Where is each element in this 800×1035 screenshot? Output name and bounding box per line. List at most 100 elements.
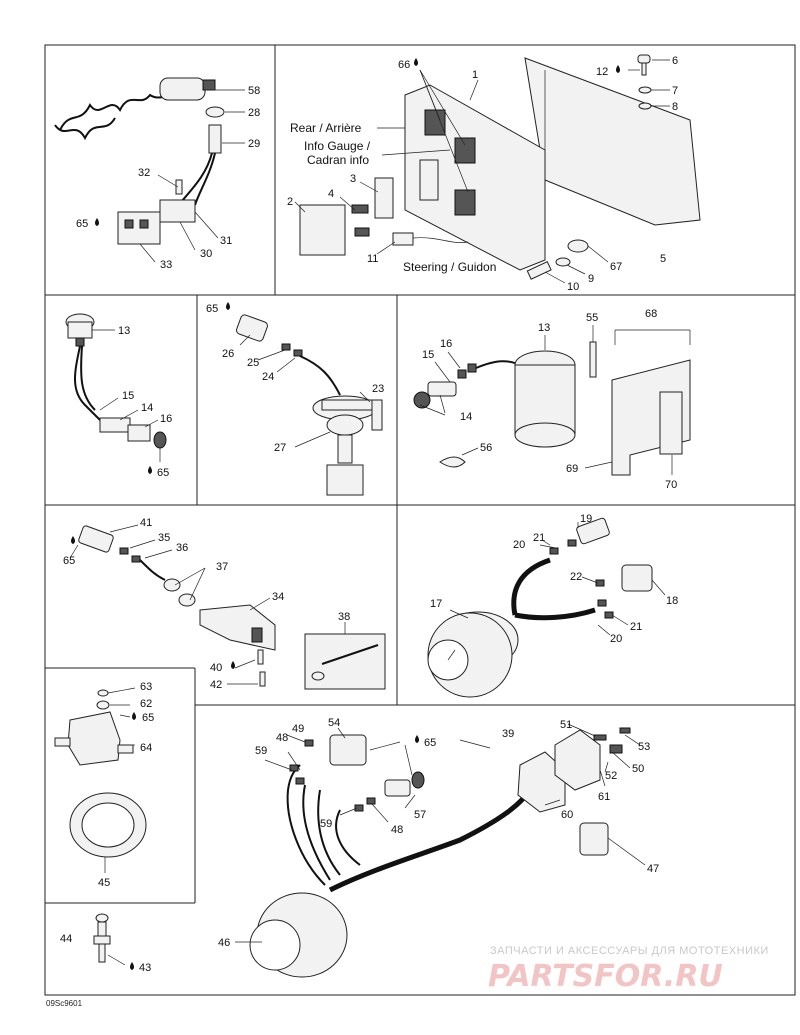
part-label-28: 28 bbox=[248, 107, 260, 119]
part-label-2: 2 bbox=[287, 196, 293, 208]
part-label-57: 57 bbox=[414, 809, 426, 821]
part-label-32: 32 bbox=[138, 167, 150, 179]
drop-icon bbox=[616, 65, 620, 73]
part-label-43: 43 bbox=[139, 962, 151, 974]
part-label-68: 68 bbox=[645, 308, 657, 320]
part-label-5: 5 bbox=[660, 253, 666, 265]
drop-icon bbox=[132, 712, 136, 720]
part-label-15: 15 bbox=[122, 390, 134, 402]
part-label-16: 16 bbox=[160, 413, 172, 425]
part-label-60: 60 bbox=[561, 809, 573, 821]
drop-icon bbox=[414, 58, 418, 66]
part-label-25: 25 bbox=[247, 357, 259, 369]
part-label-8: 8 bbox=[672, 101, 678, 113]
part-label-65: 65 bbox=[142, 712, 154, 724]
part-label-40: 40 bbox=[210, 662, 222, 674]
part-label-7: 7 bbox=[672, 85, 678, 97]
part-label-61: 61 bbox=[598, 791, 610, 803]
panel-ring: 45 bbox=[69, 792, 147, 889]
part-label-20: 20 bbox=[610, 633, 622, 645]
diagram-code: 09Sc9601 bbox=[46, 999, 83, 1008]
watermark-brand: PARTSFOR.RU bbox=[488, 959, 723, 994]
part-label-65: 65 bbox=[63, 555, 75, 567]
part-label-34: 34 bbox=[272, 591, 284, 603]
part-label-29: 29 bbox=[248, 138, 260, 150]
panel-ecu-module: 66 1 Rear / Arrière Info Gauge / Cadran … bbox=[287, 54, 701, 293]
part-label-65: 65 bbox=[424, 737, 436, 749]
part-label-65: 65 bbox=[157, 467, 169, 479]
panel-throttle-sensor: 65 41 35 36 37 34 38 40 42 bbox=[63, 517, 386, 691]
part-label-62: 62 bbox=[140, 698, 152, 710]
drop-icon bbox=[231, 661, 235, 669]
part-label-66: 66 bbox=[398, 59, 410, 71]
drop-icon bbox=[148, 466, 152, 474]
panel-speed-sensor: 13 15 14 16 65 bbox=[65, 313, 172, 479]
part-label-21: 21 bbox=[630, 621, 642, 633]
drop-icon bbox=[226, 302, 230, 310]
part-label-26: 26 bbox=[222, 348, 234, 360]
part-label-42: 42 bbox=[210, 679, 222, 691]
part-label-14: 14 bbox=[141, 402, 153, 414]
part-label-14: 14 bbox=[460, 411, 472, 423]
part-label-19: 19 bbox=[580, 513, 592, 525]
part-label-44: 44 bbox=[60, 933, 72, 945]
part-label-37: 37 bbox=[216, 561, 228, 573]
part-label-54: 54 bbox=[328, 717, 340, 729]
part-label-13: 13 bbox=[118, 325, 130, 337]
part-label-64: 64 bbox=[140, 742, 152, 754]
part-label-9: 9 bbox=[588, 273, 594, 285]
part-label-11: 11 bbox=[367, 253, 378, 265]
part-label-63: 63 bbox=[140, 681, 152, 693]
part-label-55: 55 bbox=[586, 312, 598, 324]
part-label-46: 46 bbox=[218, 937, 230, 949]
part-label-24: 24 bbox=[262, 371, 274, 383]
part-label-65: 65 bbox=[76, 218, 88, 230]
part-label-33: 33 bbox=[160, 259, 172, 271]
panel-temperature-sensor: 65 26 25 24 23 27 bbox=[206, 302, 384, 496]
part-label-70: 70 bbox=[665, 479, 677, 491]
part-label-59: 59 bbox=[320, 818, 332, 830]
label-steering: Steering / Guidon bbox=[403, 260, 496, 274]
part-label-59: 59 bbox=[255, 745, 267, 757]
panel-valve: 63 62 65 64 bbox=[54, 681, 154, 766]
part-label-3: 3 bbox=[350, 173, 356, 185]
part-label-38: 38 bbox=[338, 611, 350, 623]
panel-sensor-harness: 58 28 29 32 65 31 30 33 bbox=[54, 77, 260, 271]
drop-icon bbox=[95, 218, 99, 226]
part-label-36: 36 bbox=[176, 542, 188, 554]
part-label-6: 6 bbox=[672, 55, 678, 67]
panel-main-gauge-harness: 49 48 59 54 65 39 59 48 57 60 51 53 50 5… bbox=[218, 717, 659, 978]
part-label-13: 13 bbox=[538, 322, 550, 334]
part-label-31: 31 bbox=[220, 235, 232, 247]
drop-icon bbox=[130, 962, 134, 970]
part-label-52: 52 bbox=[605, 770, 617, 782]
part-label-58: 58 bbox=[248, 85, 260, 97]
label-info-gauge-fr: Cadran info bbox=[307, 153, 369, 167]
part-label-12: 12 bbox=[596, 66, 608, 78]
footer: 09Sc9601 ЗАПЧАСТИ И АКСЕССУАРЫ ДЛЯ МОТОТ… bbox=[46, 945, 769, 1008]
panel-frames bbox=[44, 44, 796, 996]
part-label-27: 27 bbox=[274, 442, 286, 454]
part-label-69: 69 bbox=[566, 463, 578, 475]
part-label-10: 10 bbox=[567, 281, 579, 293]
part-label-41: 41 bbox=[140, 517, 152, 529]
part-label-56: 56 bbox=[480, 442, 492, 454]
part-label-53: 53 bbox=[638, 741, 650, 753]
part-label-48: 48 bbox=[391, 824, 403, 836]
watermark-tagline: ЗАПЧАСТИ И АКСЕССУАРЫ ДЛЯ МОТОТЕХНИКИ bbox=[490, 945, 769, 957]
part-label-22: 22 bbox=[570, 571, 582, 583]
part-label-65: 65 bbox=[206, 303, 218, 315]
part-label-20: 20 bbox=[513, 539, 525, 551]
part-label-17: 17 bbox=[430, 598, 442, 610]
label-info-gauge: Info Gauge / bbox=[304, 139, 371, 153]
drop-icon bbox=[415, 735, 419, 743]
panel-gauge-bracket: 16 15 14 13 55 68 56 69 70 bbox=[413, 308, 691, 491]
part-label-47: 47 bbox=[647, 863, 659, 875]
panel-small-sensor: 44 43 bbox=[60, 913, 151, 974]
part-label-45: 45 bbox=[98, 877, 110, 889]
part-label-23: 23 bbox=[372, 383, 384, 395]
part-label-39: 39 bbox=[502, 728, 514, 740]
drop-icon bbox=[71, 536, 75, 544]
part-label-49: 49 bbox=[292, 723, 304, 735]
